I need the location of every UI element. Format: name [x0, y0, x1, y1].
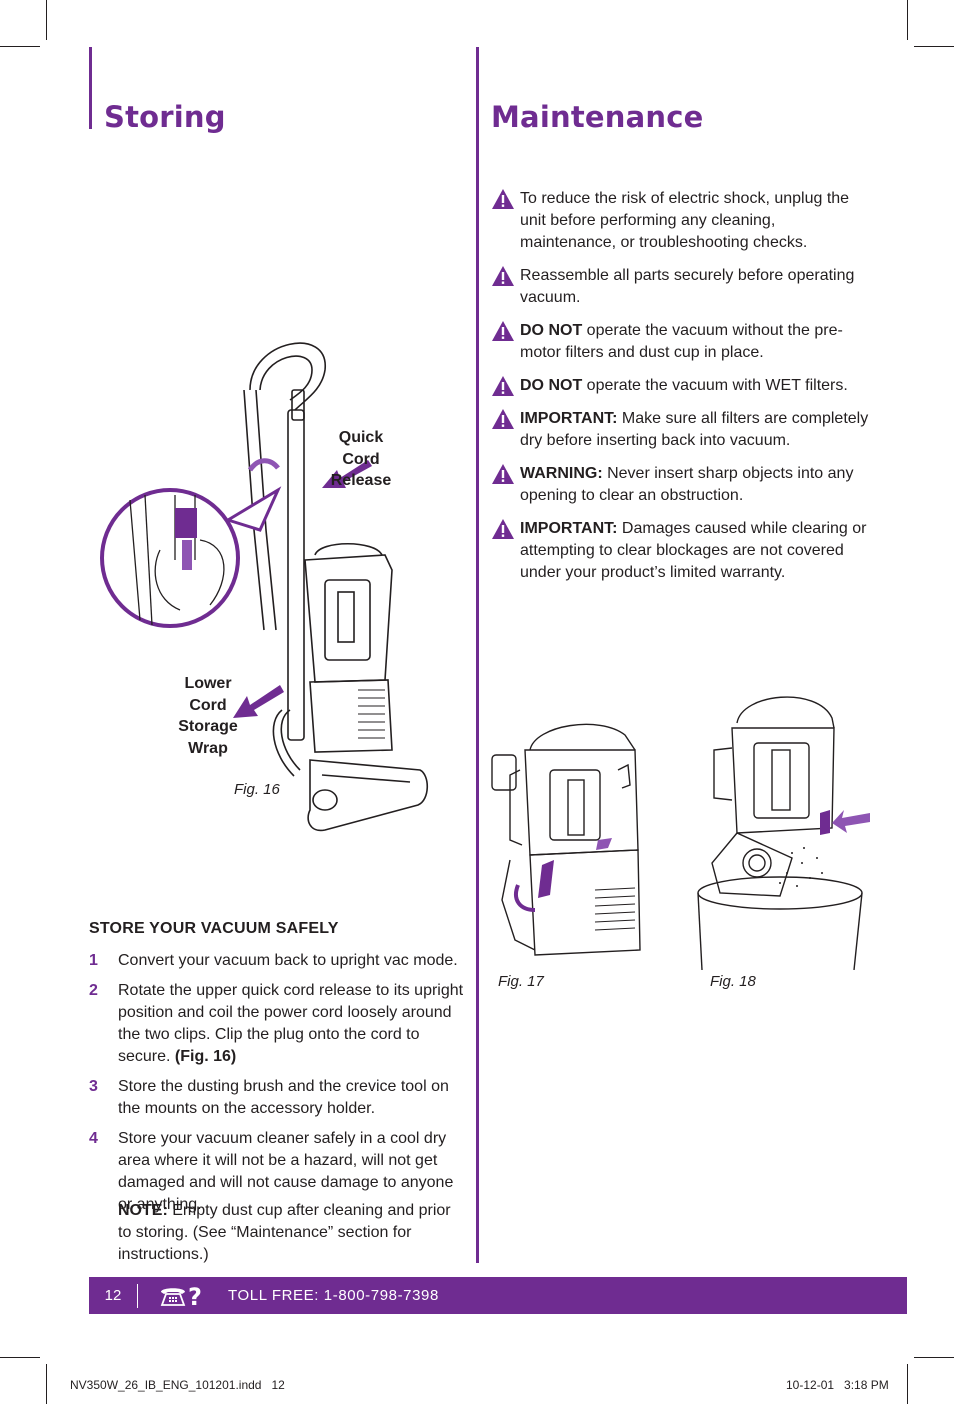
- lower-cord-storage-wrap-callout: Lower Cord Storage Wrap: [178, 675, 238, 757]
- page-number: 12: [104, 1287, 122, 1304]
- step-figure-ref: (Fig. 16): [174, 1048, 237, 1065]
- warning-text: Damages caused while clearing or attempt…: [520, 520, 867, 581]
- maintenance-title: Maintenance: [491, 100, 704, 134]
- storing-note: NOTE: Empty dust cup after cleaning and …: [118, 1200, 468, 1266]
- warning-triangle-icon: [492, 519, 514, 539]
- step-number: 3: [89, 1078, 98, 1095]
- warning-text: operate the vacuum without the pre-motor…: [520, 322, 843, 361]
- crop-mark: [914, 46, 954, 47]
- crop-mark: [0, 46, 40, 47]
- warning-text: Never insert sharp objects into any open…: [520, 465, 854, 504]
- warning-item: Reassemble all parts securely before ope…: [490, 265, 870, 309]
- warning-item: IMPORTANT: Damages caused while clearing…: [490, 518, 870, 584]
- step-number: 4: [89, 1130, 98, 1147]
- warning-item: IMPORTANT: Make sure all filters are com…: [490, 408, 870, 452]
- phone-question-icon: ?: [138, 1283, 228, 1309]
- warning-bold: WARNING:: [520, 465, 603, 482]
- warning-triangle-icon: [492, 189, 514, 209]
- storing-step: 1 Convert your vacuum back to upright vac…: [89, 950, 469, 972]
- step-text: Store your vacuum cleaner safely in a co…: [118, 1130, 454, 1213]
- dust-cup-empty-illustration: [697, 696, 870, 970]
- storing-step: 2 Rotate the upper quick cord release to …: [89, 980, 469, 1068]
- warning-bold: IMPORTANT:: [520, 410, 618, 427]
- storing-steps-list: 1 Convert your vacuum back to upright vac…: [89, 950, 469, 1224]
- crop-mark: [907, 1364, 908, 1404]
- warning-text: operate the vacuum with WET filters.: [582, 377, 848, 394]
- warning-triangle-icon: [492, 376, 514, 396]
- vacuum-storage-illustration: [100, 342, 429, 832]
- storing-step: 4 Store your vacuum cleaner safely in a c…: [89, 1128, 469, 1216]
- warning-triangle-icon: [492, 321, 514, 341]
- storing-heading-rule: [89, 47, 92, 129]
- store-safely-heading: STORE YOUR VACUUM SAFELY: [89, 920, 339, 937]
- storing-title: Storing: [104, 100, 226, 134]
- dust-cup-release-illustration: [491, 723, 641, 956]
- slug-filename: NV350W_26_IB_ENG_101201.indd 12: [70, 1378, 285, 1392]
- note-text: Empty dust cup after cleaning and prior …: [118, 1202, 451, 1263]
- warning-text: Reassemble all parts securely before ope…: [520, 267, 855, 306]
- maintenance-warning-list: To reduce the risk of electric shock, un…: [490, 188, 870, 595]
- step-number: 1: [89, 952, 98, 969]
- slug-date: 10-12-01 3:18 PM: [786, 1378, 889, 1392]
- fig16-label: Fig. 16: [234, 781, 280, 798]
- crop-mark: [46, 1364, 47, 1404]
- warning-item: WARNING: Never insert sharp objects into…: [490, 463, 870, 507]
- warning-text: Make sure all filters are completely dry…: [520, 410, 869, 449]
- warning-bold: DO NOT: [520, 322, 583, 339]
- fig17-label: Fig. 17: [498, 973, 544, 990]
- storing-step: 3 Store the dusting brush and the crevice…: [89, 1076, 469, 1120]
- crop-mark: [914, 1357, 954, 1358]
- warning-triangle-icon: [492, 464, 514, 484]
- step-text: Convert your vacuum back to upright vac …: [118, 952, 458, 969]
- note-label: NOTE:: [118, 1202, 168, 1219]
- fig18-label: Fig. 18: [710, 973, 756, 990]
- step-number: 2: [89, 982, 98, 999]
- footer-bar: 12 ? TOLL FREE: 1-800-798-7398: [89, 1277, 907, 1314]
- warning-bold: DO NOT: [520, 377, 583, 394]
- warning-bold: IMPORTANT:: [520, 520, 618, 537]
- crop-mark: [0, 1357, 40, 1358]
- crop-mark: [907, 0, 908, 40]
- warning-item: DO NOT operate the vacuum with WET filte…: [490, 375, 870, 397]
- warning-triangle-icon: [492, 266, 514, 286]
- maintenance-column-rule: [476, 47, 479, 1263]
- crop-mark: [46, 0, 47, 40]
- footer-divider: [137, 1283, 138, 1308]
- warning-text: To reduce the risk of electric shock, un…: [520, 190, 850, 251]
- warning-item: To reduce the risk of electric shock, un…: [490, 188, 870, 254]
- svg-text:?: ?: [188, 1283, 202, 1309]
- step-text: Store the dusting brush and the crevice …: [118, 1078, 449, 1117]
- toll-free-number: TOLL FREE: 1-800-798-7398: [228, 1287, 439, 1304]
- warning-triangle-icon: [492, 409, 514, 429]
- quick-cord-release-callout: Quick Cord Release: [330, 429, 392, 489]
- warning-item: DO NOT operate the vacuum without the pr…: [490, 320, 870, 364]
- step-text: Rotate the upper quick cord release to i…: [118, 982, 464, 1065]
